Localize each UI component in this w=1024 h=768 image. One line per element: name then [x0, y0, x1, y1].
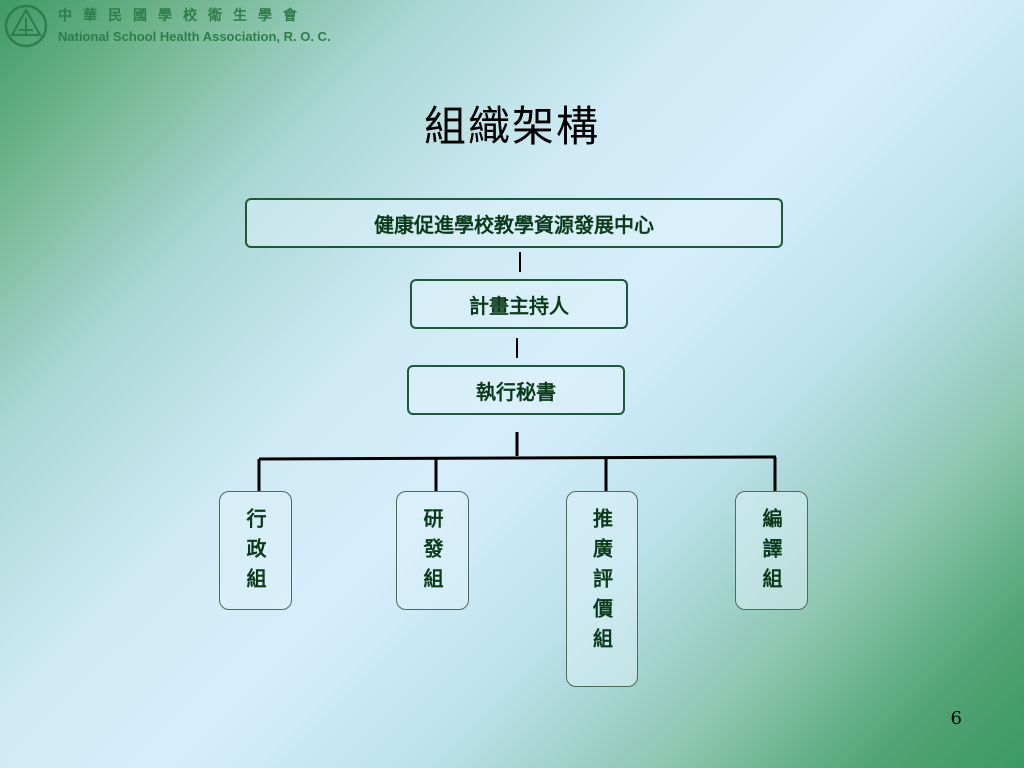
- page-number: 6: [950, 708, 962, 729]
- org-name-zh: 中華民國學校衛生學會: [58, 8, 308, 24]
- connector-horizontal: [258, 455, 777, 461]
- org-name-en: National School Health Association, R. O…: [58, 29, 331, 44]
- node-group-admin-label: 行政組: [243, 508, 267, 598]
- association-logo-icon: [4, 4, 48, 48]
- node-group-rd: 研發組: [396, 491, 469, 610]
- node-principal-investigator: 計畫主持人: [410, 279, 628, 329]
- node-root-label: 健康促進學校教學資源發展中心: [374, 212, 654, 237]
- node-group-translation-label: 編譯組: [759, 508, 783, 598]
- node-group-admin: 行政組: [219, 491, 292, 610]
- node-root: 健康促進學校教學資源發展中心: [245, 198, 783, 248]
- node-group-promotion-label: 推廣評價組: [589, 508, 614, 658]
- node-group-promotion: 推廣評價組: [566, 491, 638, 687]
- node-group-translation: 編譯組: [735, 491, 808, 610]
- node-executive-secretary: 執行秘書: [407, 365, 625, 415]
- node-executive-secretary-label: 執行秘書: [476, 379, 556, 404]
- header: 中華民國學校衛生學會 National School Health Associ…: [0, 0, 380, 52]
- node-group-rd-label: 研發組: [420, 508, 444, 598]
- slide-title: 組織架構: [423, 102, 600, 151]
- node-principal-investigator-label: 計畫主持人: [469, 293, 569, 318]
